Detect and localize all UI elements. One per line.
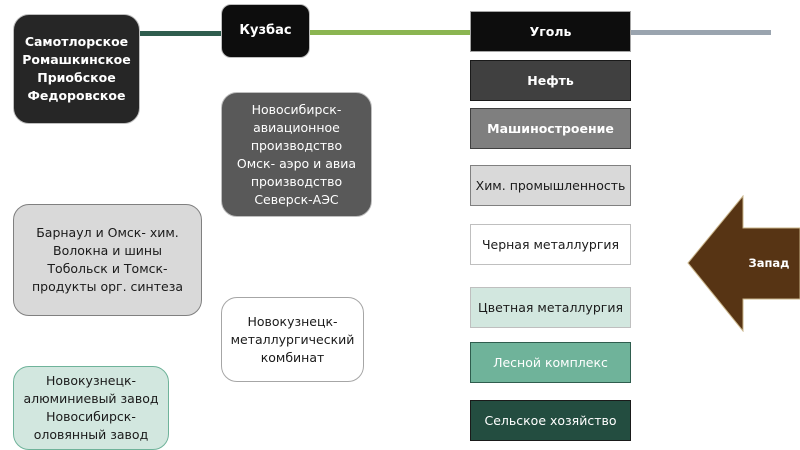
industry-coal: Уголь [470, 11, 631, 52]
industry-chemical: Хим. промышленность [470, 165, 631, 206]
non-ferrous-centers-box: Новокузнецк- алюминиевый завод Новосибир… [13, 366, 169, 450]
chemistry-centers-box: Барнаул и Омск- хим. Волокна и шины Тобо… [13, 204, 202, 316]
industry-non-ferrous-metallurgy: Цветная металлургия [470, 287, 631, 328]
ferrous-centers-text: Новокузнецк- металлургический комбинат [230, 313, 355, 365]
oil-fields-text: Самотлорское Ромашкинское Приобское Федо… [22, 34, 131, 103]
west-arrow-icon [687, 195, 800, 332]
industry-label: Уголь [529, 24, 572, 39]
connector-line-right [630, 30, 771, 35]
machinery-centers-box: Новосибирск- авиационное производство Ом… [221, 92, 372, 217]
west-arrow-label: Запад [748, 256, 790, 270]
ferrous-centers-box: Новокузнецк- металлургический комбинат [221, 297, 364, 382]
connector-line-left [135, 31, 227, 36]
industry-label: Нефть [527, 73, 574, 88]
machinery-centers-text: Новосибирск- авиационное производство Ом… [236, 101, 357, 207]
industry-label: Черная металлургия [481, 237, 620, 252]
oil-fields-box: Самотлорское Ромашкинское Приобское Федо… [13, 14, 140, 124]
industry-label: Сельское хозяйство [484, 413, 617, 428]
kuzbass-hub-label: Кузбас [239, 23, 292, 38]
chemistry-centers-text: Барнаул и Омск- хим. Волокна и шины Тобо… [31, 225, 183, 294]
industry-label: Хим. промышленность [475, 178, 626, 193]
kuzbass-hub-box: Кузбас [221, 4, 310, 58]
connector-line-middle [308, 30, 476, 35]
industry-oil: Нефть [470, 60, 631, 101]
industry-forestry: Лесной комплекс [470, 342, 631, 383]
industry-label: Лесной комплекс [493, 355, 608, 370]
industry-machinery: Машиностроение [470, 108, 631, 149]
industry-label: Машиностроение [487, 121, 614, 136]
industry-agriculture: Сельское хозяйство [470, 400, 631, 441]
industry-label: Цветная металлургия [478, 300, 623, 315]
industry-ferrous-metallurgy: Черная металлургия [470, 224, 631, 265]
non-ferrous-centers-text: Новокузнецк- алюминиевый завод Новосибир… [23, 373, 159, 442]
